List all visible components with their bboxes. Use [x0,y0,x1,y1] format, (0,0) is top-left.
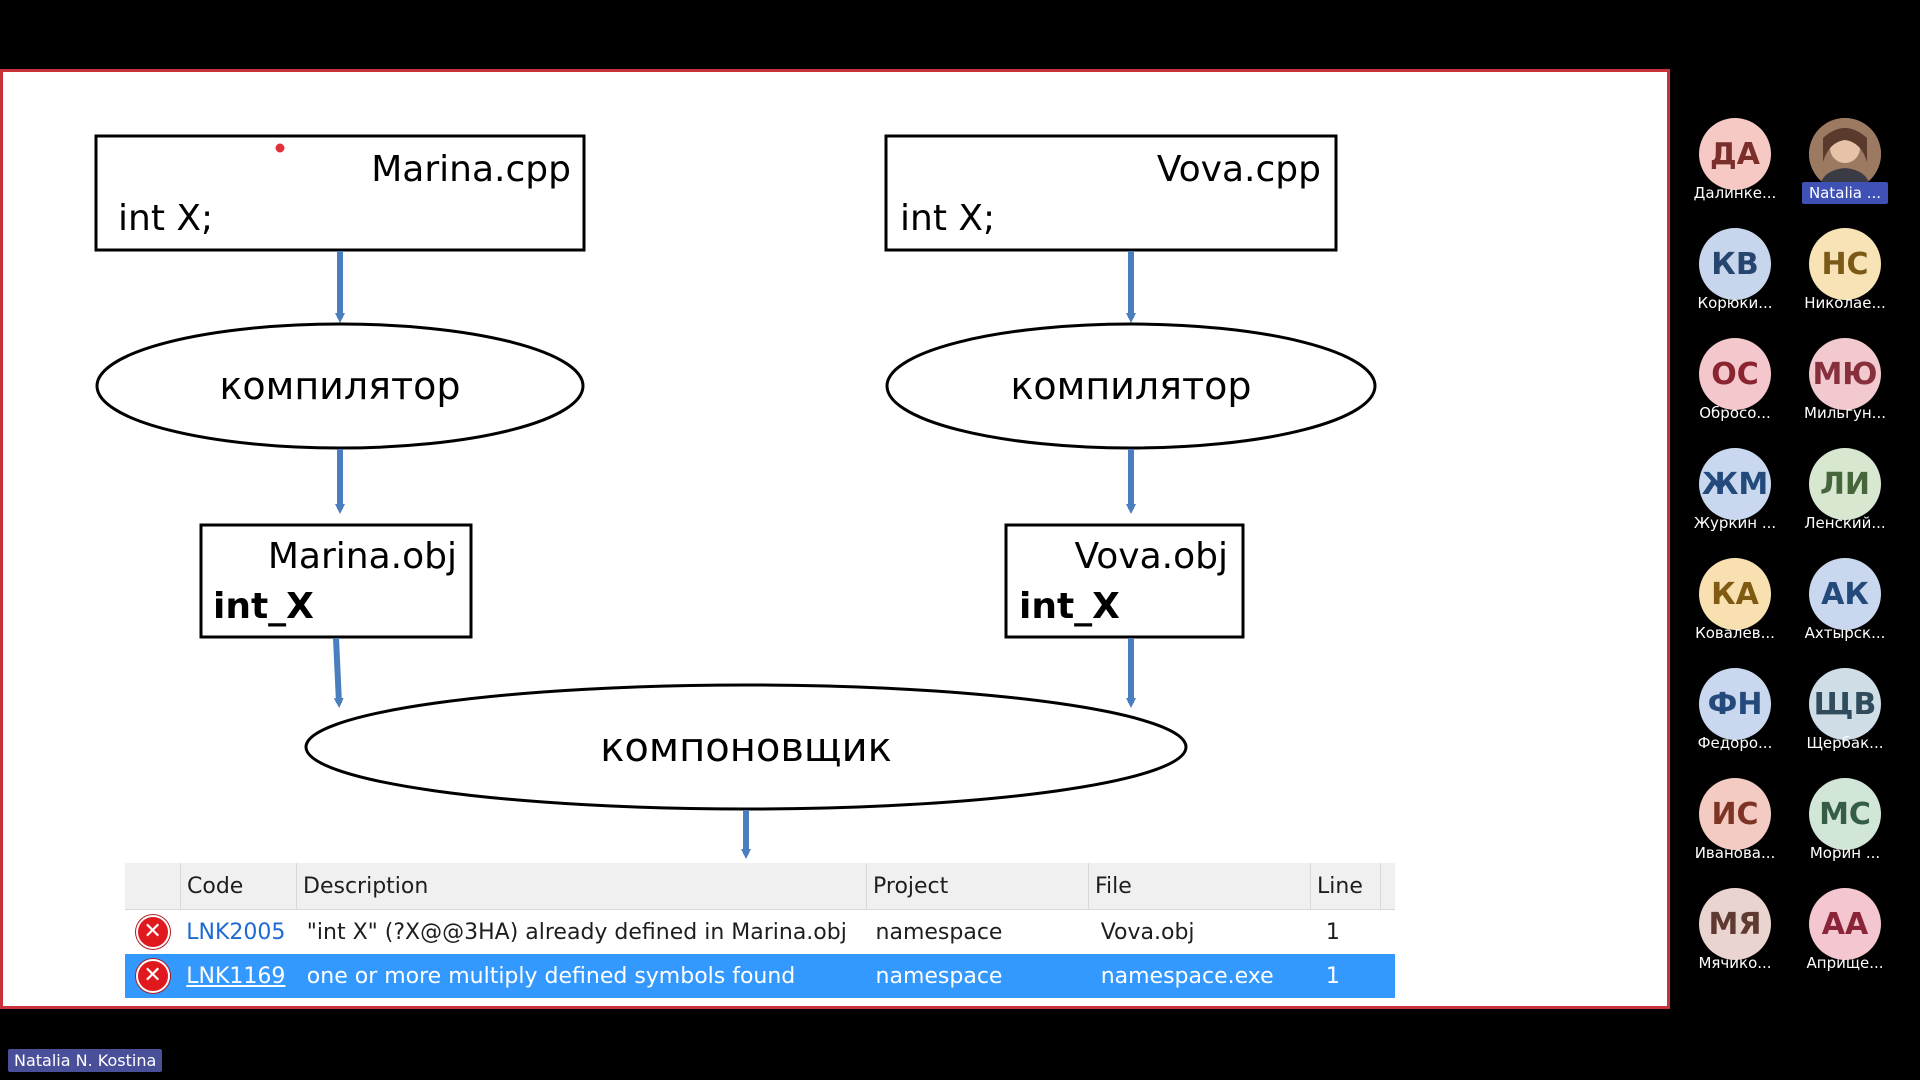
participant-name: Мячико... [1698,954,1772,972]
compiler-ellipse-left [95,322,585,450]
linker-label: компоновщик [600,725,891,771]
error-line: 1 [1325,963,1340,989]
header-line[interactable]: Line [1311,863,1381,909]
error-file: Vova.obj [1100,919,1195,945]
header-description[interactable]: Description [297,863,867,909]
participant-name: Ахтырск... [1804,624,1886,642]
participant-avatar: НС [1809,228,1881,300]
error-list-table: Code Description Project File Line ✕ LNK… [125,863,1395,998]
vova-obj-filename: Vova.obj [1074,536,1228,577]
error-description: one or more multiply defined symbols fou… [306,963,796,989]
error-icon-cell: ✕ [125,910,180,954]
participant-name: Морин ... [1809,844,1881,862]
participant-name: Иванова... [1694,844,1776,862]
error-icon: ✕ [135,915,170,949]
compiler-label-left: компилятор [219,364,460,408]
vova-obj-box [1004,523,1245,639]
participant-tile[interactable]: Natalia ... [1790,118,1900,218]
error-list-header: Code Description Project File Line [125,863,1395,910]
vova-cpp-box [884,134,1338,252]
error-project: namespace [875,919,1003,945]
error-code-link[interactable]: LNK2005 [186,919,286,945]
laser-pointer-dot [274,142,286,154]
marina-cpp-code: int X; [118,198,213,239]
table-row[interactable]: ✕ LNK1169 one or more multiply defined s… [125,954,1395,998]
participant-name: Щербак... [1806,734,1884,752]
table-row[interactable]: ✕ LNK2005 "int X" (?X@@3HA) already defi… [125,910,1395,954]
error-description: "int X" (?X@@3HA) already defined in Mar… [306,919,847,945]
error-file: namespace.exe [1100,963,1274,989]
error-icon: ✕ [135,959,170,993]
header-code[interactable]: Code [181,863,297,909]
participant-avatar: ФН [1699,668,1771,740]
participant-name: Natalia ... [1802,182,1888,204]
marina-obj-filename: Marina.obj [268,536,457,577]
participant-avatar: ИС [1699,778,1771,850]
marina-cpp-box [94,134,586,252]
participant-avatar: МЯ [1699,888,1771,960]
participant-avatar: АК [1809,558,1881,630]
participant-avatar: ДА [1699,118,1771,190]
participant-name: Журкин ... [1693,514,1777,532]
vova-cpp-filename: Vova.cpp [1157,149,1321,190]
person-photo-icon [1809,118,1881,190]
participant-name: Корюки... [1697,294,1773,312]
participant-name: Далинке... [1693,184,1777,202]
participant-avatar: МС [1809,778,1881,850]
participant-photo [1809,118,1881,190]
participant-name: Федоро... [1697,734,1773,752]
participant-avatar: МЮ [1809,338,1881,410]
header-file[interactable]: File [1089,863,1311,909]
compiler-label-right: компилятор [1010,364,1251,408]
error-code-link[interactable]: LNK1169 [186,963,286,989]
participant-avatar: КВ [1699,228,1771,300]
participant-name: Николае... [1804,294,1886,312]
error-line: 1 [1325,919,1340,945]
compiler-ellipse-right [885,322,1377,450]
marina-obj-box [199,523,473,639]
vova-cpp-code: int X; [900,198,995,239]
header-project[interactable]: Project [867,863,1089,909]
error-project: namespace [875,963,1003,989]
header-icon-column[interactable] [125,863,181,909]
marina-cpp-filename: Marina.cpp [371,149,571,190]
participant-avatar: ОС [1699,338,1771,410]
participant-name: Мильгун... [1804,404,1886,422]
participant-name: Обросо... [1699,404,1771,422]
participant-name: Априще... [1806,954,1884,972]
arrow-marina-obj-to-linker [333,637,344,708]
marina-obj-symbol: int_X [213,586,314,627]
linker-diagram: Marina.cpp int X; Vova.cpp int X; компил… [94,134,1377,859]
vova-obj-symbol: int_X [1019,586,1120,627]
linker-ellipse [304,683,1188,811]
participant-name: Ковалев... [1695,624,1775,642]
participant-avatar: АА [1809,888,1881,960]
active-speaker-label: Natalia N. Kostina [8,1049,163,1072]
error-icon-cell: ✕ [125,954,180,998]
shared-slide: Marina.cpp int X; Vova.cpp int X; компил… [0,69,1670,1009]
participant-name: Ленский... [1804,514,1886,532]
participant-avatar: КА [1699,558,1771,630]
participant-avatar: ЛИ [1809,448,1881,520]
participant-avatar: ЩВ [1809,668,1881,740]
participant-avatar: ЖМ [1699,448,1771,520]
